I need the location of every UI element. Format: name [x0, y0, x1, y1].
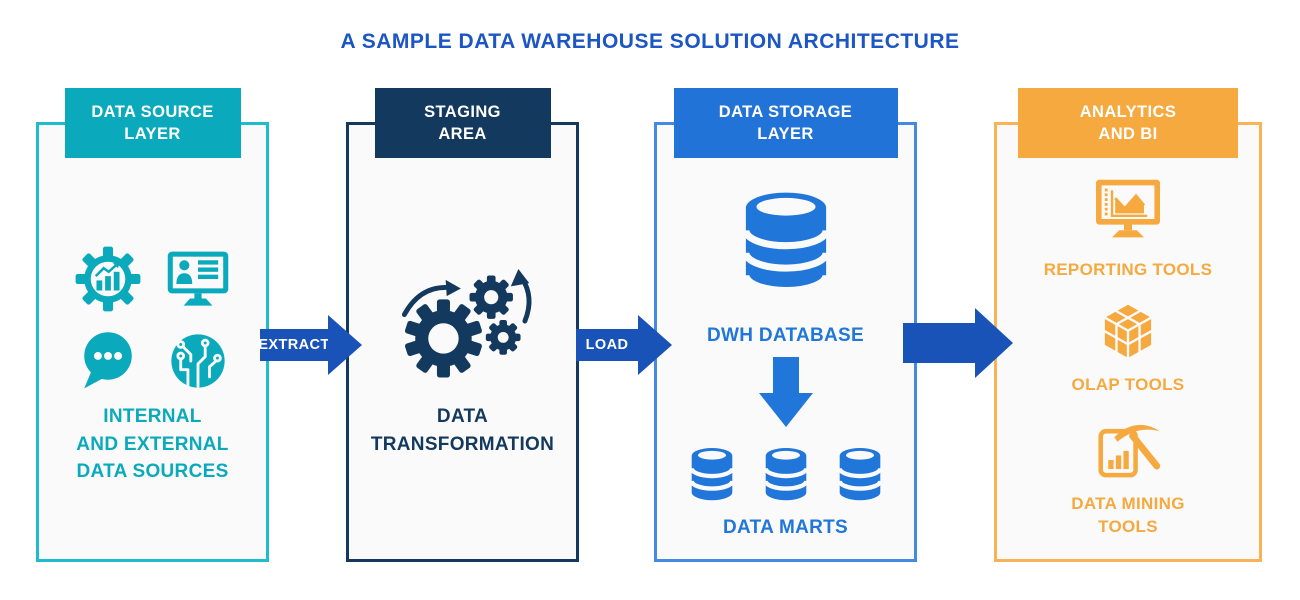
database-icon-wrap: [727, 189, 845, 318]
analytics-tools-list: REPORTING TOOLS: [997, 175, 1259, 539]
load-arrow-shaft: LOAD: [576, 329, 638, 361]
storage-to-analytics-arrow: [903, 308, 1013, 378]
gears-icon: [401, 268, 531, 378]
extract-arrow-head: [328, 315, 362, 375]
extract-arrow-shaft: EXTRACT: [258, 329, 330, 361]
header-analytics-and-bi: ANALYTICS AND BI: [1018, 88, 1238, 158]
chat-bubble-icon: [83, 332, 132, 389]
data-mining-icon: [1098, 424, 1161, 478]
dwh-to-marts-arrow: [758, 357, 813, 427]
data-mining-tools-label: DATA MINING TOOLS: [1071, 493, 1185, 537]
dwh-database-label: DWH DATABASE: [707, 325, 864, 346]
header-staging-area: STAGING AREA: [374, 88, 551, 158]
data-source-icon-grid: [72, 243, 234, 397]
data-marts-label: DATA MARTS: [722, 517, 849, 538]
header-data-source-layer: DATA SOURCE LAYER: [64, 88, 241, 158]
storage-to-analytics-arrow-shaft: [903, 323, 975, 363]
panel-staging-area: STAGING AREA: [346, 88, 579, 562]
panel-data-storage-layer: DATA STORAGE LAYER DWH DATABASE: [654, 88, 917, 562]
storage-to-analytics-arrow-head: [975, 308, 1013, 378]
database-icon: [741, 192, 830, 295]
staging-caption: DATA TRANSFORMATION: [370, 406, 555, 455]
tool-reporting: REPORTING TOOLS: [1044, 175, 1213, 282]
gears-icon-wrap: [387, 260, 539, 385]
load-arrow-label: LOAD: [585, 337, 629, 353]
load-arrow-head: [638, 315, 672, 375]
data-mart-icon: [763, 448, 808, 501]
reporting-tools-label: REPORTING TOOLS: [1043, 260, 1213, 279]
diagram-title: A SAMPLE DATA WAREHOUSE SOLUTION ARCHITE…: [340, 30, 960, 53]
monitor-user-icon: [167, 251, 228, 306]
data-mart-icon: [837, 448, 882, 501]
gear-chart-icon: [75, 246, 140, 312]
olap-cube-icon: [1103, 304, 1153, 359]
header-data-storage-layer: DATA STORAGE LAYER: [673, 88, 898, 158]
circuit-board-icon: [170, 334, 225, 388]
data-mart-icon: [689, 448, 734, 501]
panel-data-source-layer: DATA SOURCE LAYER: [36, 88, 269, 562]
data-marts-row: [657, 447, 914, 507]
tool-data-mining: DATA MINING TOOLS: [1071, 413, 1184, 540]
data-source-caption: INTERNAL AND EXTERNAL DATA SOURCES: [76, 406, 229, 483]
load-arrow: LOAD: [576, 315, 672, 375]
down-arrow-shaft: [772, 357, 799, 393]
reporting-monitor-icon: [1095, 179, 1160, 238]
olap-tools-label: OLAP TOOLS: [1071, 374, 1185, 394]
panel-analytics-and-bi: ANALYTICS AND BI REPORT: [994, 88, 1262, 562]
extract-arrow-label: EXTRACT: [258, 337, 330, 353]
extract-arrow: EXTRACT: [258, 315, 362, 375]
down-arrow-head: [758, 393, 813, 427]
tool-olap: OLAP TOOLS: [1072, 298, 1185, 397]
